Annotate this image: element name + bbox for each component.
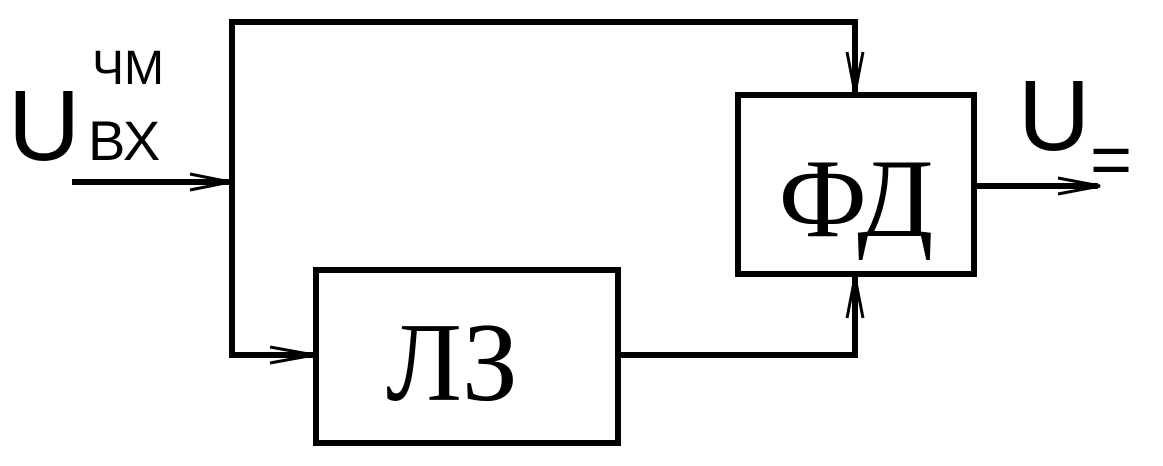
input-signal-subscript: ВХ <box>88 109 160 172</box>
phase-detector-label: ФД <box>778 137 933 261</box>
delay-line-block <box>313 267 621 446</box>
top-path-arrow-icon <box>845 51 865 94</box>
phase-detector-block <box>735 92 977 277</box>
delay-input-arrow-icon <box>269 345 315 365</box>
output-arrow-icon <box>1057 176 1101 196</box>
input-signal-superscript: ЧМ <box>92 42 164 95</box>
output-signal-label: U = <box>1018 60 1132 200</box>
input-signal-main: U <box>8 70 80 182</box>
delay-output-arrow-icon <box>845 276 865 319</box>
input-arrow-icon <box>189 172 231 192</box>
input-signal-label: U ЧМ ВХ <box>8 42 164 182</box>
output-signal-main: U <box>1018 60 1090 172</box>
delay-line-label: ЛЗ <box>386 301 518 425</box>
